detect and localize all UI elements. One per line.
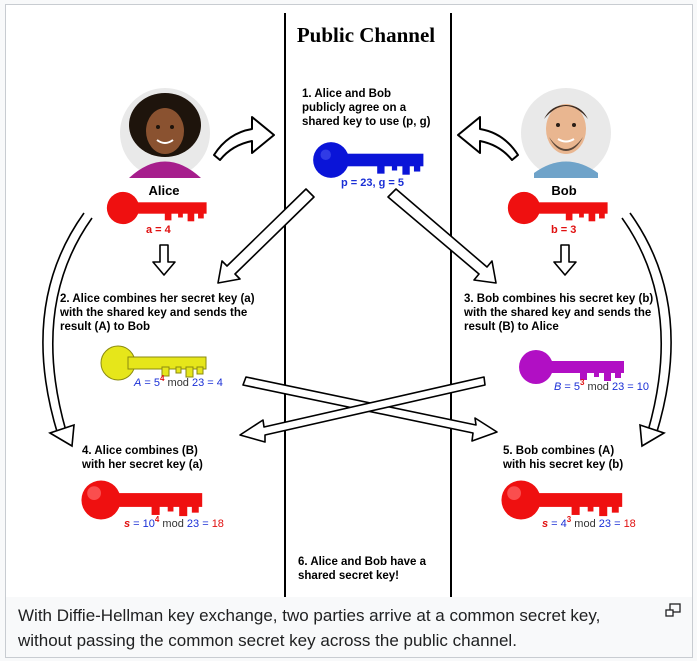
public-key-icon — [313, 142, 424, 178]
bob-to-alice-arrow — [239, 376, 486, 443]
public-values: p = 23, g = 5 — [341, 177, 404, 189]
caption-line1: With Diffie-Hellman key exchange, two pa… — [18, 606, 601, 625]
step6-line2: shared secret key! — [298, 570, 399, 582]
step2-line1: 2. Alice combines her secret key (a) — [60, 293, 255, 305]
step3-line1: 3. Bob combines his secret key (b) — [464, 293, 653, 305]
alice-shared-key-icon — [81, 480, 203, 520]
alice-down-arrow — [152, 244, 176, 276]
alice-agree-arrow — [213, 116, 275, 161]
step4-line1: 4. Alice combines (B) — [82, 445, 198, 457]
step3-line2: with the shared key and sends the — [463, 307, 651, 319]
step5-line1: 5. Bob combines (A) — [503, 445, 614, 457]
step3-line3: result (B) to Alice — [464, 321, 559, 333]
alice-name: Alice — [148, 183, 179, 198]
bob-shared-equation: s = 43 mod 23 = 18 — [542, 515, 636, 530]
alice-public-key-icon — [100, 345, 207, 381]
public-to-bob-arrow — [387, 188, 497, 284]
bob-public-key-icon — [519, 350, 624, 384]
step1-line1: 1. Alice and Bob — [302, 88, 391, 100]
enlarge-icon[interactable] — [664, 602, 682, 620]
bob-shared-key-icon — [501, 480, 623, 520]
bob-down-arrow — [553, 244, 577, 276]
alice-shared-equation: s = 104 mod 23 = 18 — [124, 515, 224, 530]
step1-line3: shared key to use (p, g) — [302, 116, 431, 128]
caption-text: With Diffie-Hellman key exchange, two pa… — [18, 603, 658, 653]
step4-line2: with her secret key (a) — [81, 459, 203, 471]
bob-agree-arrow — [457, 116, 519, 161]
caption-line2: without passing the common secret key ac… — [18, 631, 517, 650]
bob-avatar — [521, 88, 611, 178]
channel-header: Public Channel — [297, 23, 435, 47]
public-to-alice-arrow — [217, 188, 315, 284]
bob-long-arrow — [621, 212, 672, 448]
alice-long-arrow — [42, 212, 93, 448]
step2-line3: result (A) to Bob — [60, 321, 150, 333]
alice-public-equation: A = 54 mod 23 = 4 — [133, 374, 223, 389]
figure-caption: With Diffie-Hellman key exchange, two pa… — [5, 597, 693, 658]
bob-name: Bob — [551, 183, 576, 198]
step1-line2: publicly agree on a — [302, 102, 407, 114]
bob-secret: b = 3 — [551, 224, 576, 236]
alice-secret: a = 4 — [146, 224, 172, 236]
step5-line2: with his secret key (b) — [502, 459, 623, 471]
step6-line1: 6. Alice and Bob have a — [298, 556, 427, 568]
alice-avatar — [120, 88, 210, 178]
diffie-hellman-diagram: Public Channel 1. Alice and Bob publicly… — [5, 4, 693, 598]
step2-line2: with the shared key and sends the — [59, 307, 247, 319]
bob-public-equation: B = 53 mod 23 = 10 — [554, 378, 649, 393]
